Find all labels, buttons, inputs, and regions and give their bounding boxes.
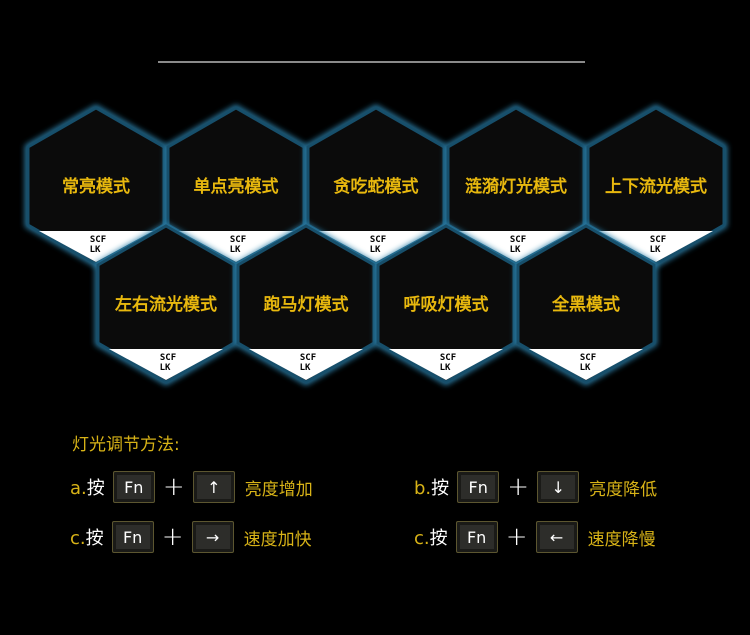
mode-label: 单点亮模式 (194, 176, 279, 197)
brand-logo-line2: LK (300, 363, 311, 373)
step-prefix: c.按 (414, 528, 448, 549)
fn-key: Fn (455, 521, 498, 553)
mode-label: 全黑模式 (551, 294, 620, 315)
brand-logo: SCF (230, 235, 246, 245)
logo-banner (529, 349, 643, 380)
brand-logo-line2: LK (90, 245, 101, 255)
brand-logo: SCF (580, 353, 596, 363)
mode-label: 上下流光模式 (605, 176, 707, 197)
action-label: 亮度增加 (244, 479, 313, 500)
mode-label: 常亮模式 (62, 176, 130, 197)
action-label: 亮度降低 (589, 479, 658, 500)
step-prefix: c.按 (70, 528, 104, 549)
arrow-key-icon: ↑ (192, 471, 235, 503)
brand-logo: SCF (300, 353, 316, 363)
fn-key: Fn (111, 521, 154, 553)
instruction-row: c.按 Fn + → 速度加快 (70, 521, 312, 553)
brand-logo-line2: LK (160, 363, 171, 373)
logo-banner (39, 231, 153, 262)
action-label: 速度降慢 (587, 529, 656, 550)
mode-label: 左右流光模式 (115, 294, 217, 315)
fn-key: Fn (457, 471, 500, 503)
logo-banner (249, 349, 363, 380)
logo-banner (319, 231, 433, 262)
instruction-row: b.按 Fn + ↓ 亮度降低 (414, 471, 657, 503)
brand-logo-line2: LK (580, 363, 591, 373)
mode-label: 跑马灯模式 (264, 294, 349, 315)
brand-logo-line2: LK (230, 245, 241, 255)
brand-logo: SCF (370, 235, 386, 245)
instruction-row: c.按 Fn + ← 速度降慢 (414, 521, 656, 553)
arrow-key-icon: ↓ (537, 471, 580, 503)
brand-logo: SCF (160, 353, 176, 363)
brand-logo-line2: LK (650, 245, 661, 255)
brand-logo-line2: LK (440, 363, 451, 373)
step-prefix: a.按 (70, 478, 105, 499)
step-prefix: b.按 (414, 478, 450, 499)
brand-logo: SCF (440, 353, 456, 363)
logo-banner (109, 349, 223, 380)
mode-hex-grid: SCFLK常亮模式SCFLK单点亮模式SCFLK贪吃蛇模式SCFLK涟漪灯光模式… (25, 104, 727, 386)
brand-logo-line2: LK (510, 245, 521, 255)
plus-sign: + (507, 472, 530, 502)
mode-label: 涟漪灯光模式 (465, 176, 567, 197)
plus-sign: + (161, 522, 184, 552)
arrow-key-icon: ← (535, 521, 578, 553)
logo-banner (459, 231, 573, 262)
logo-banner (179, 231, 293, 262)
brand-logo-line2: LK (370, 245, 381, 255)
fn-key: Fn (112, 471, 155, 503)
divider (158, 61, 585, 63)
instructions-title: 灯光调节方法: (72, 435, 180, 455)
logo-banner (389, 349, 503, 380)
arrow-key-icon: → (191, 521, 234, 553)
brand-logo: SCF (90, 235, 106, 245)
brand-logo: SCF (510, 235, 526, 245)
brand-logo: SCF (650, 235, 666, 245)
mode-label: 贪吃蛇模式 (333, 176, 419, 197)
instruction-row: a.按 Fn + ↑ 亮度增加 (70, 471, 313, 503)
mode-label: 呼吸灯模式 (404, 294, 489, 315)
action-label: 速度加快 (243, 529, 312, 550)
plus-sign: + (505, 522, 528, 552)
plus-sign: + (162, 472, 185, 502)
logo-banner (599, 231, 713, 262)
